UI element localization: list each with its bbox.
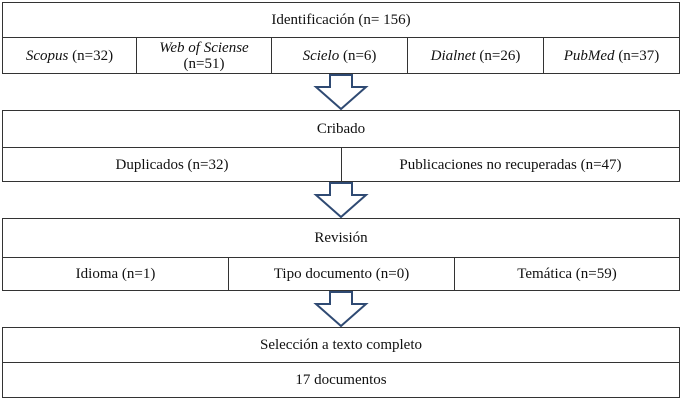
flow-arrow-icon: [313, 182, 369, 218]
source-dialnet: Dialnet (n=26): [407, 37, 544, 74]
source-scielo: Scielo (n=6): [271, 37, 408, 74]
screening-duplicates: Duplicados (n=32): [2, 147, 342, 182]
source-pubmed: PubMed (n=37): [543, 37, 680, 74]
screening-not-retrieved: Publicaciones no recuperadas (n=47): [341, 147, 680, 182]
selection-title: Selección a texto completo: [2, 327, 680, 363]
flow-arrow-icon: [313, 291, 369, 327]
review-topic: Temática (n=59): [454, 257, 680, 291]
flow-arrow-icon: [313, 74, 369, 110]
identification-title: Identificación (n= 156): [2, 2, 680, 38]
review-title: Revisión: [2, 218, 680, 258]
selection-result: 17 documentos: [2, 362, 680, 398]
review-document-type: Tipo documento (n=0): [228, 257, 455, 291]
review-language: Idioma (n=1): [2, 257, 229, 291]
source-web-of-science: Web of Sciense (n=51): [136, 37, 272, 74]
source-scopus: Scopus (n=32): [2, 37, 137, 74]
screening-title: Cribado: [2, 110, 680, 148]
